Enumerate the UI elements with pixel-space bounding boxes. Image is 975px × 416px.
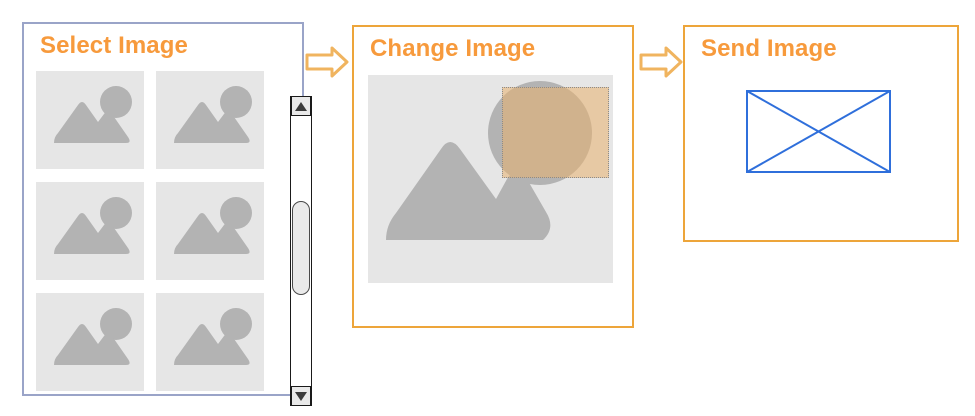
right-arrow-icon — [639, 46, 683, 78]
thumbnail-item[interactable] — [36, 182, 144, 280]
right-arrow-icon — [305, 46, 349, 78]
thumbnail-grid — [36, 71, 264, 391]
broken-image-placeholder[interactable] — [746, 90, 891, 173]
chevron-down-icon — [295, 391, 307, 401]
image-placeholder-icon — [174, 86, 252, 143]
thumbnail-item[interactable] — [36, 71, 144, 169]
arrow-change-to-send — [639, 45, 683, 79]
image-placeholder-icon — [54, 197, 132, 254]
chevron-up-icon — [295, 101, 307, 111]
image-placeholder-icon — [174, 197, 252, 254]
image-placeholder-icon — [54, 308, 132, 365]
panel-send-image: Send Image — [683, 25, 959, 242]
scrollbar-thumb[interactable] — [292, 201, 310, 295]
thumbnail-item[interactable] — [36, 293, 144, 391]
broken-image-icon — [746, 90, 891, 173]
thumbnail-item[interactable] — [156, 293, 264, 391]
panel-title-send-image: Send Image — [701, 35, 837, 62]
scroll-down-button[interactable] — [291, 386, 311, 406]
panel-title-select-image: Select Image — [40, 32, 188, 59]
image-preview[interactable] — [368, 75, 613, 283]
panel-change-image: Change Image — [352, 25, 634, 328]
image-placeholder-icon — [54, 86, 132, 143]
panel-title-change-image: Change Image — [370, 35, 536, 62]
thumbnail-item[interactable] — [156, 71, 264, 169]
image-placeholder-icon — [174, 308, 252, 365]
arrow-select-to-change — [305, 45, 349, 79]
panel-select-image: Select Image — [22, 22, 312, 406]
thumbnail-item[interactable] — [156, 182, 264, 280]
vertical-scrollbar[interactable] — [290, 96, 312, 406]
selection-marquee[interactable] — [502, 87, 609, 178]
scroll-up-button[interactable] — [291, 96, 311, 116]
